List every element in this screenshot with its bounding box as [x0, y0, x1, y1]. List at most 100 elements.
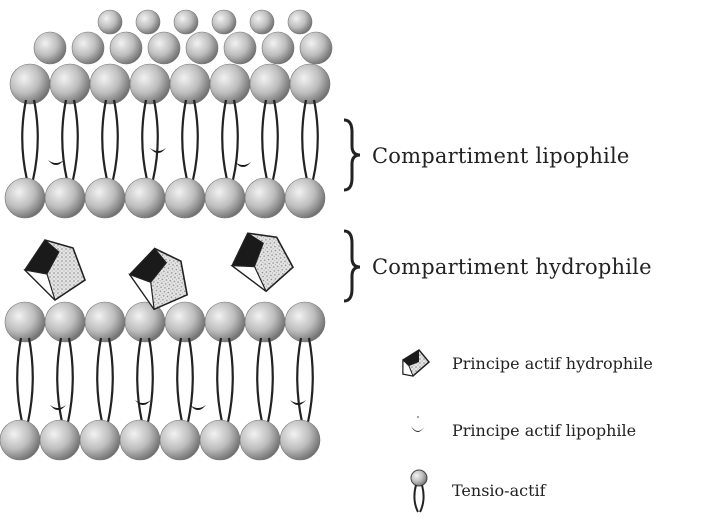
lipid-tail: [101, 99, 109, 181]
lipid-tail: [186, 337, 194, 423]
lipid-head: [84, 177, 126, 219]
legend-hydrophilic-active: Principe actif hydrophile: [452, 354, 653, 373]
legend-surfactant: Tensio-actif: [452, 481, 546, 500]
lipid-tail: [271, 99, 279, 181]
lipid-head: [119, 419, 161, 461]
lipid-tail: [181, 99, 189, 181]
lipid-head: [39, 419, 81, 461]
lipid-tail: [176, 337, 184, 423]
lipid-tail: [141, 99, 149, 181]
lipid-head-back: [287, 9, 313, 35]
lipophilic-active: [48, 160, 64, 165]
lipid-tail: [311, 99, 319, 181]
lipid-head-back: [299, 31, 333, 65]
lipophilic-active: [150, 148, 166, 153]
lipid-tail: [216, 337, 224, 423]
lipophilic-active: [135, 400, 151, 405]
lipophilic-active: [190, 405, 206, 410]
hydrophilic-active: [23, 239, 86, 302]
brace-hydrophile: [343, 229, 361, 303]
lipid-tail: [106, 337, 114, 423]
lipid-head: [164, 177, 206, 219]
lipid-head: [44, 177, 86, 219]
lipid-tail: [31, 99, 39, 181]
lipid-head: [124, 177, 166, 219]
lipid-head-back: [185, 31, 219, 65]
lipid-tail: [226, 337, 234, 423]
lipid-head-back: [223, 31, 257, 65]
surfactant-icon: [410, 469, 428, 513]
brace-lipophile: [343, 118, 361, 192]
lipid-tail: [296, 337, 304, 423]
hydrophilic-active: [128, 247, 189, 311]
lipid-head: [164, 301, 206, 343]
lipid-head: [0, 419, 41, 461]
lipid-head: [239, 419, 281, 461]
lipid-head: [244, 177, 286, 219]
legend-lipophilic-active: Principe actif lipophile: [452, 421, 637, 440]
lipid-head: [199, 419, 241, 461]
lipid-tail: [16, 337, 24, 423]
lipophilic-active-icon: [411, 416, 425, 432]
lipid-head-back: [211, 9, 237, 35]
lipid-head: [289, 63, 331, 105]
lipid-head: [209, 63, 251, 105]
lipid-head: [284, 301, 326, 343]
lipophilic-active: [235, 162, 251, 167]
lipid-tail: [301, 99, 309, 181]
lipid-tail: [111, 99, 119, 181]
hydrophilic-active-icon: [402, 349, 431, 377]
lipophilic-active: [290, 400, 306, 405]
lipid-head: [4, 301, 46, 343]
lipid-head: [204, 301, 246, 343]
lipophilic-compartment-label: Compartiment lipophile: [372, 144, 630, 168]
lipid-tail: [96, 337, 104, 423]
lipid-head: [129, 63, 171, 105]
lipophilic-active: [50, 405, 66, 410]
lipid-tail: [66, 337, 74, 423]
lipid-head: [84, 301, 126, 343]
lipid-head-back: [71, 31, 105, 65]
lipid-tail: [266, 337, 274, 423]
lipid-tail: [191, 99, 199, 181]
lipid-head: [49, 63, 91, 105]
lipid-head-back: [249, 9, 275, 35]
lipid-head: [79, 419, 121, 461]
lipid-head: [249, 63, 291, 105]
lipid-tail: [146, 337, 154, 423]
lipid-head-back: [109, 31, 143, 65]
lipid-head: [284, 177, 326, 219]
lipid-tail: [21, 99, 29, 181]
lipid-tail: [71, 99, 79, 181]
lipid-head: [244, 301, 286, 343]
lipid-head: [169, 63, 211, 105]
lipid-tail: [61, 99, 69, 181]
lipid-tail: [136, 337, 144, 423]
hydrophilic-compartment-label: Compartiment hydrophile: [372, 255, 652, 279]
lipid-tail: [56, 337, 64, 423]
bilayer-membranes: [0, 9, 333, 461]
lipid-head-back: [147, 31, 181, 65]
lipid-head: [44, 301, 86, 343]
lipid-tail: [256, 337, 264, 423]
lipid-head: [9, 63, 51, 105]
lipid-tail: [26, 337, 34, 423]
lipid-tail: [151, 99, 159, 181]
lipid-head-back: [261, 31, 295, 65]
lipid-tail: [261, 99, 269, 181]
lipid-tail: [221, 99, 229, 181]
hydrophilic-actives: [23, 232, 294, 311]
lipid-head-back: [135, 9, 161, 35]
lipid-head-back: [97, 9, 123, 35]
lipid-head: [279, 419, 321, 461]
hydrophilic-active: [230, 232, 294, 293]
lipid-head: [159, 419, 201, 461]
lipid-tail: [306, 337, 314, 423]
lipid-tail: [231, 99, 239, 181]
lipid-head: [204, 177, 246, 219]
lipid-head: [89, 63, 131, 105]
lipid-head: [4, 177, 46, 219]
lipid-head-back: [33, 31, 67, 65]
